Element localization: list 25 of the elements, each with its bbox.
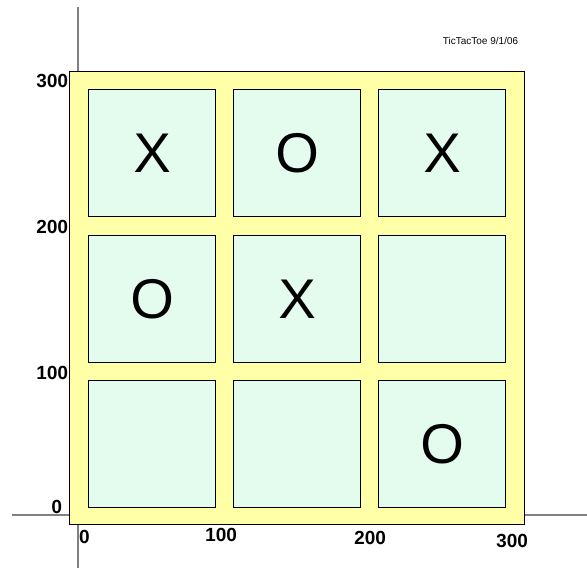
player-mark: X bbox=[133, 125, 171, 181]
board-square bbox=[233, 89, 361, 217]
board-square bbox=[378, 89, 506, 217]
tick-label: 0 bbox=[79, 528, 90, 547]
tick-label: 100 bbox=[205, 526, 237, 545]
tick-label: 300 bbox=[36, 72, 68, 91]
chart-note: TicTacToe 9/1/06 bbox=[442, 37, 518, 47]
board-square bbox=[88, 89, 216, 217]
tick-label: 0 bbox=[51, 498, 62, 517]
tick-label: 300 bbox=[496, 532, 528, 551]
player-mark: O bbox=[275, 125, 319, 181]
player-mark: O bbox=[420, 416, 464, 472]
tick-label: 200 bbox=[354, 529, 386, 548]
empty-square bbox=[378, 235, 506, 363]
empty-square bbox=[88, 380, 216, 508]
player-mark: X bbox=[278, 271, 316, 327]
tick-label: 200 bbox=[36, 218, 68, 237]
tick-label: 100 bbox=[36, 364, 68, 383]
board-square bbox=[88, 235, 216, 363]
board-square bbox=[233, 235, 361, 363]
player-mark: X bbox=[423, 125, 461, 181]
empty-square bbox=[233, 380, 361, 508]
board-square bbox=[378, 380, 506, 508]
game-board bbox=[69, 71, 525, 525]
player-mark: O bbox=[130, 271, 174, 327]
